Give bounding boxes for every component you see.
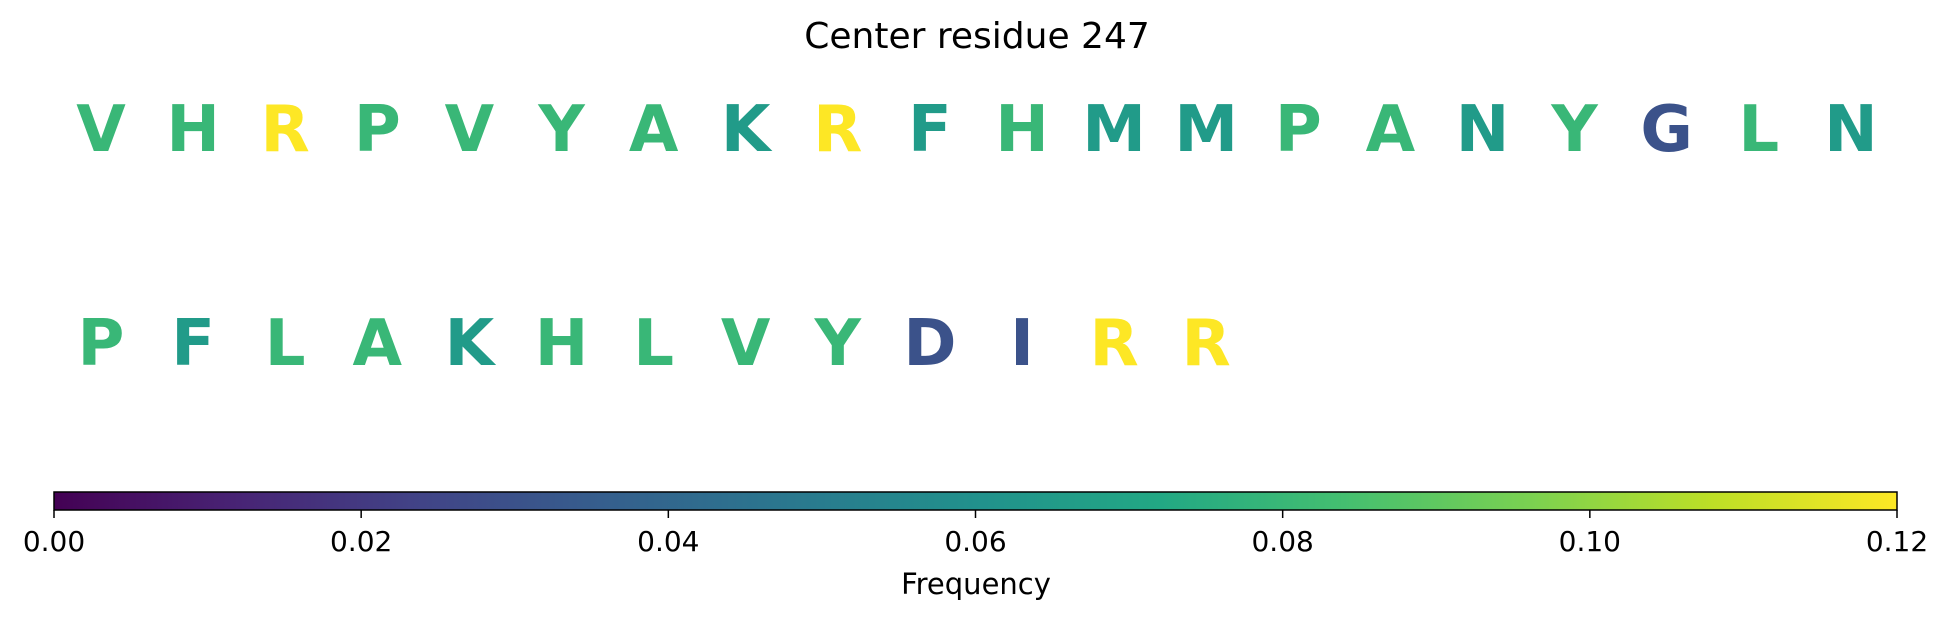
residue-letter: M [1082, 93, 1146, 167]
residue-letter: A [353, 307, 403, 381]
residue-letter: V [445, 93, 495, 167]
residue-letter: P [354, 93, 401, 167]
residue-letter: R [1182, 307, 1231, 381]
residue-letter: R [1089, 307, 1138, 381]
residue-letter: P [1275, 93, 1322, 167]
residue-letter: G [1640, 93, 1693, 167]
residue-letter: L [265, 307, 306, 381]
residue-letter: Y [537, 93, 585, 167]
residue-letter: L [633, 307, 674, 381]
residue-letter: F [908, 93, 952, 167]
residue-letter: Y [814, 307, 862, 381]
residue-letter: D [903, 307, 956, 381]
colorbar-tick-label: 0.12 [1866, 525, 1928, 558]
residue-letter: N [1456, 93, 1510, 167]
residue-letter: P [78, 307, 125, 381]
colorbar-tick-label: 0.00 [23, 525, 85, 558]
colorbar-tick-label: 0.08 [1251, 525, 1313, 558]
colorbar-tick-label: 0.02 [330, 525, 392, 558]
residue-letter: H [535, 307, 589, 381]
residue-letter: Y [1550, 93, 1598, 167]
residue-letter: A [1366, 93, 1416, 167]
residue-letter: K [445, 307, 497, 381]
colorbar-ticks: 0.00 0.02 0.04 0.06 0.08 0.10 0.12 [23, 510, 1928, 558]
colorbar-tick-label: 0.04 [637, 525, 699, 558]
colorbar-tick-label: 0.06 [944, 525, 1006, 558]
colorbar [53, 491, 1898, 511]
residue-letter: F [171, 307, 215, 381]
residue-letter: R [813, 93, 862, 167]
colorbar-tick-label: 0.10 [1559, 525, 1621, 558]
chart-title: Center residue 247 [804, 16, 1150, 57]
colorbar-label: Frequency [901, 567, 1051, 601]
residue-letter: R [261, 93, 310, 167]
residue-letter: V [76, 93, 126, 167]
residue-letter: H [166, 93, 220, 167]
residue-letter: H [995, 93, 1049, 167]
residue-letter: L [1738, 93, 1779, 167]
residue-letter: M [1174, 93, 1238, 167]
residue-letter: I [1010, 307, 1034, 381]
residue-letter: K [721, 93, 773, 167]
residue-letter: N [1824, 93, 1878, 167]
residue-letter: V [721, 307, 771, 381]
residue-letter: A [629, 93, 679, 167]
